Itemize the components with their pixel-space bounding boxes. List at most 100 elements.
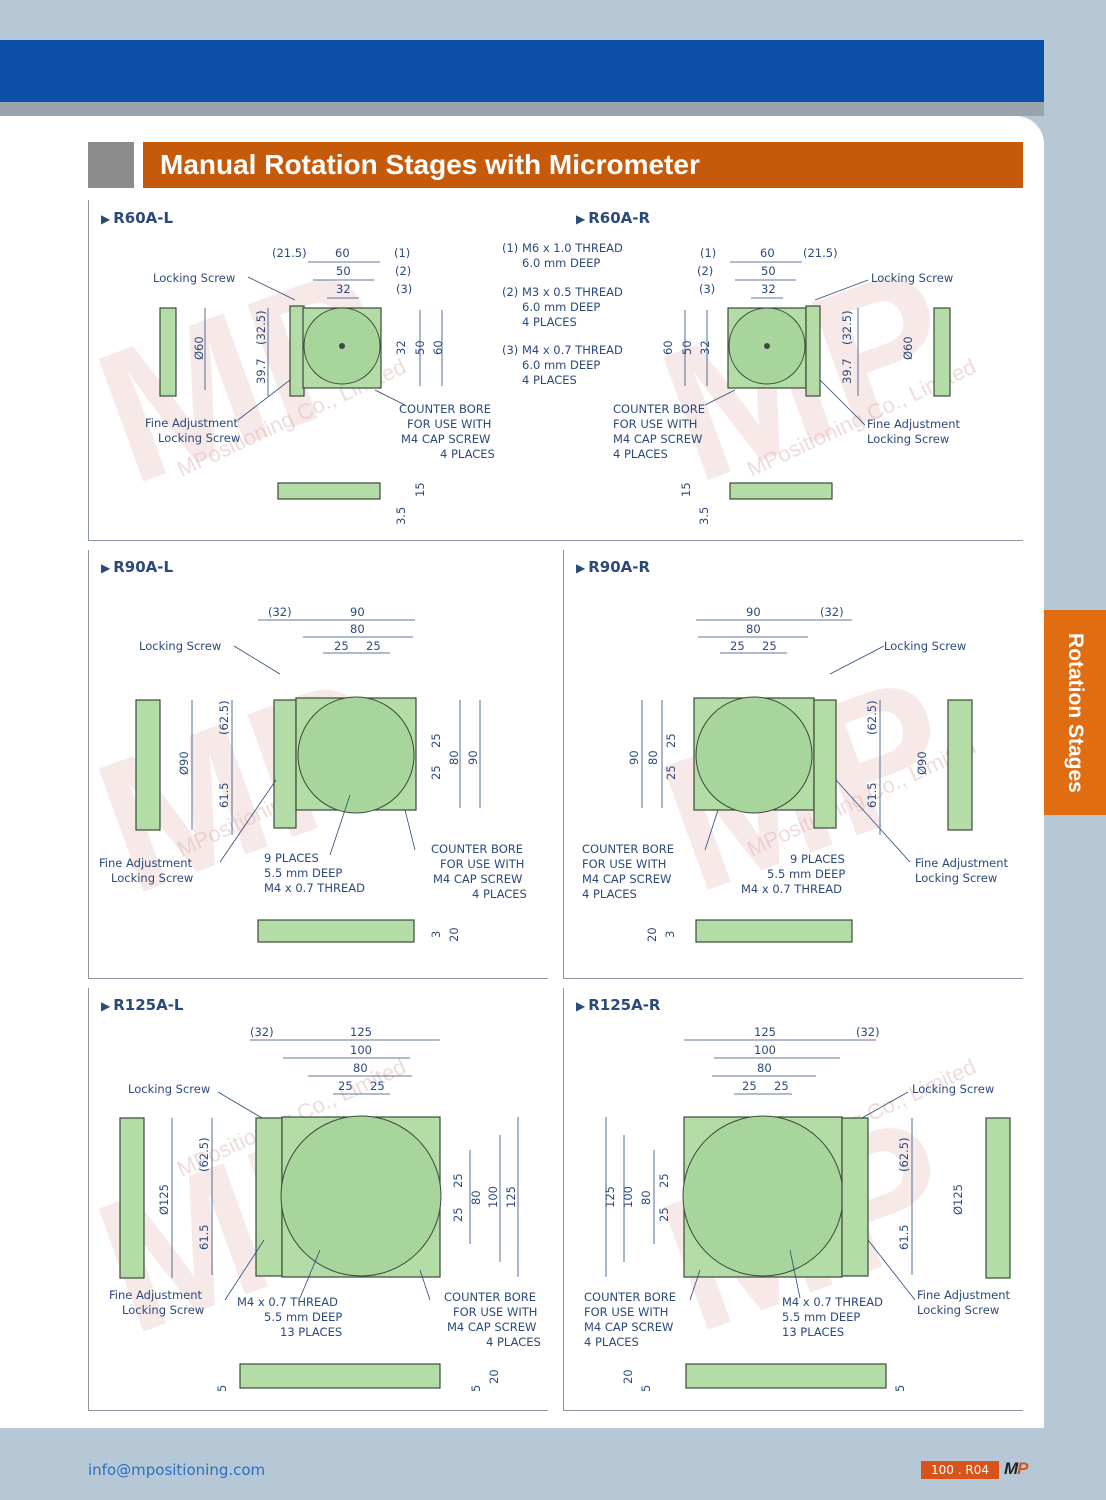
svg-text:25: 25 [762,639,777,653]
dim-phi125-r125l: Ø125 [157,1184,171,1215]
svg-text:80: 80 [469,1190,483,1205]
label-holes-2-r125r: 5.5 mm DEEP [782,1310,860,1324]
label-cb-4-r60l: 4 PLACES [440,447,495,461]
front-view-r125l [239,1363,441,1389]
label-fine-adjustment-r125r: Fine Adjustment [917,1288,1011,1302]
divider-left-1 [88,200,89,540]
svg-text:25: 25 [429,765,443,780]
rotary-disc-r90r [695,696,813,814]
note-2b: 6.0 mm DEEP [522,300,600,314]
dim-90-r90l: 90 [350,605,365,619]
label-cb-2-r125l: FOR USE WITH [453,1305,537,1319]
label-locking-screw-r90r: Locking Screw [884,639,966,653]
svg-text:(32): (32) [856,1025,880,1039]
label-cb-2-r125r: FOR USE WITH [584,1305,668,1319]
dim-61-5-r125l: 61.5 [197,1224,211,1250]
label-cb-1-r125r: COUNTER BORE [584,1290,676,1304]
section-label-r90a-r: R90A-R [576,558,650,576]
dim-62-5-r90l: (62.5) [217,700,231,735]
front-view-r125r [685,1363,887,1389]
label-holes-1-r125r: M4 x 0.7 THREAD [782,1295,883,1309]
label-fine-adjustment-r125l: Fine Adjustment [109,1288,203,1302]
svg-text:125: 125 [603,1186,617,1208]
section-label-r125a-l: R125A-L [101,996,183,1014]
note-2c: 4 PLACES [522,315,577,329]
mp-logo: MP [1004,1459,1029,1479]
rotary-disc-r90l [297,696,415,814]
divider-h-3b [563,1410,1023,1411]
svg-text:(2): (2) [697,264,713,278]
front-view-r90l [257,919,415,943]
svg-text:25: 25 [664,765,678,780]
label-cb-2-r90r: FOR USE WITH [582,857,666,871]
label-cb-3-r125l: M4 CAP SCREW [447,1320,536,1334]
dim-25a-r90l: 25 [334,639,349,653]
svg-text:80: 80 [639,1190,653,1205]
logo-p: P [1017,1459,1028,1478]
label-locking-screw-r90l: Locking Screw [139,639,221,653]
dim-60-r60l: 60 [335,246,350,260]
drawing-r90a-r: 90 (32) 80 25 25 90 80 25 25 (62.5) 61.5… [582,605,1009,943]
title-gray-block [88,142,134,188]
svg-text:25: 25 [429,733,443,748]
footer-email-link[interactable]: info@mpositioning.com [88,1461,266,1479]
svg-text:100: 100 [486,1186,500,1208]
svg-text:61.5: 61.5 [865,782,879,808]
dim-80-r125l: 80 [353,1061,368,1075]
label-cb-1-r60r: COUNTER BORE [613,402,705,416]
svg-text:125: 125 [504,1186,518,1208]
svg-text:25: 25 [774,1079,789,1093]
label-holes-2-r125l: 5.5 mm DEEP [264,1310,342,1324]
svg-text:32: 32 [698,340,712,355]
dim-v60-r60l: 60 [431,340,445,355]
svg-text:25: 25 [366,639,381,653]
label-fine-adjustment-r60r: Fine Adjustment [867,417,961,431]
micrometer-body-r90r [813,699,837,829]
svg-text:50: 50 [761,264,776,278]
drawing-r60a-l: (21.5) 60 50 32 (1) (2) (3) (32.5) 39.7 … [145,246,495,525]
svg-text:80: 80 [646,750,660,765]
label-locking-screw-r60r: Locking Screw [871,271,953,285]
label-fine-adjustment-r60l: Fine Adjustment [145,416,239,430]
side-tab-label: Rotation Stages [1064,632,1087,793]
label-fine-locking-r125r: Locking Screw [917,1303,999,1317]
svg-text:100: 100 [621,1186,635,1208]
label-cb-1-r125l: COUNTER BORE [444,1290,536,1304]
label-cb-3-r60l: M4 CAP SCREW [401,432,490,446]
dim-39-7-r60l: 39.7 [254,358,268,384]
label-holes-1-r125l: M4 x 0.7 THREAD [237,1295,338,1309]
dim-h3-r90l: 3 [429,931,443,938]
top-gray-band [0,102,1044,116]
svg-text:20: 20 [621,1369,635,1384]
svg-text:25: 25 [742,1079,757,1093]
thread-notes: (1) M6 x 1.0 THREAD 6.0 mm DEEP (2) M3 x… [502,241,623,387]
divider-h-2b [563,978,1023,979]
note-1b: 6.0 mm DEEP [522,256,600,270]
svg-text:125: 125 [754,1025,776,1039]
svg-text:90: 90 [627,750,641,765]
dim-32-5-r60l: (32.5) [254,310,268,345]
dim-h20-r90l: 20 [447,927,461,942]
svg-text:25: 25 [730,639,745,653]
svg-text:60: 60 [661,340,675,355]
svg-text:61.5: 61.5 [897,1224,911,1250]
front-view-r60r [729,482,833,500]
svg-text:15: 15 [679,482,693,497]
dim-25a-r125l: 25 [338,1079,353,1093]
micrometer-body-r60r [805,305,821,397]
section-label-r90a-l: R90A-L [101,558,173,576]
side-view-r125l [119,1117,145,1279]
dim-h20-r125l: 20 [487,1369,501,1384]
side-tab-rotation-stages[interactable]: Rotation Stages [1044,610,1106,815]
svg-text:(62.5): (62.5) [865,700,879,735]
rotary-disc-r125r [682,1115,844,1277]
divider-left-2 [88,550,89,978]
side-view-r125r [985,1117,1011,1279]
divider-left-3 [88,988,89,1410]
svg-text:25: 25 [370,1079,385,1093]
front-view-r60l [277,482,381,500]
svg-text:90: 90 [746,605,761,619]
logo-m: M [1004,1459,1018,1478]
dim-21-5-r60l: (21.5) [272,246,307,260]
label-cb-4-r90r: 4 PLACES [582,887,637,901]
